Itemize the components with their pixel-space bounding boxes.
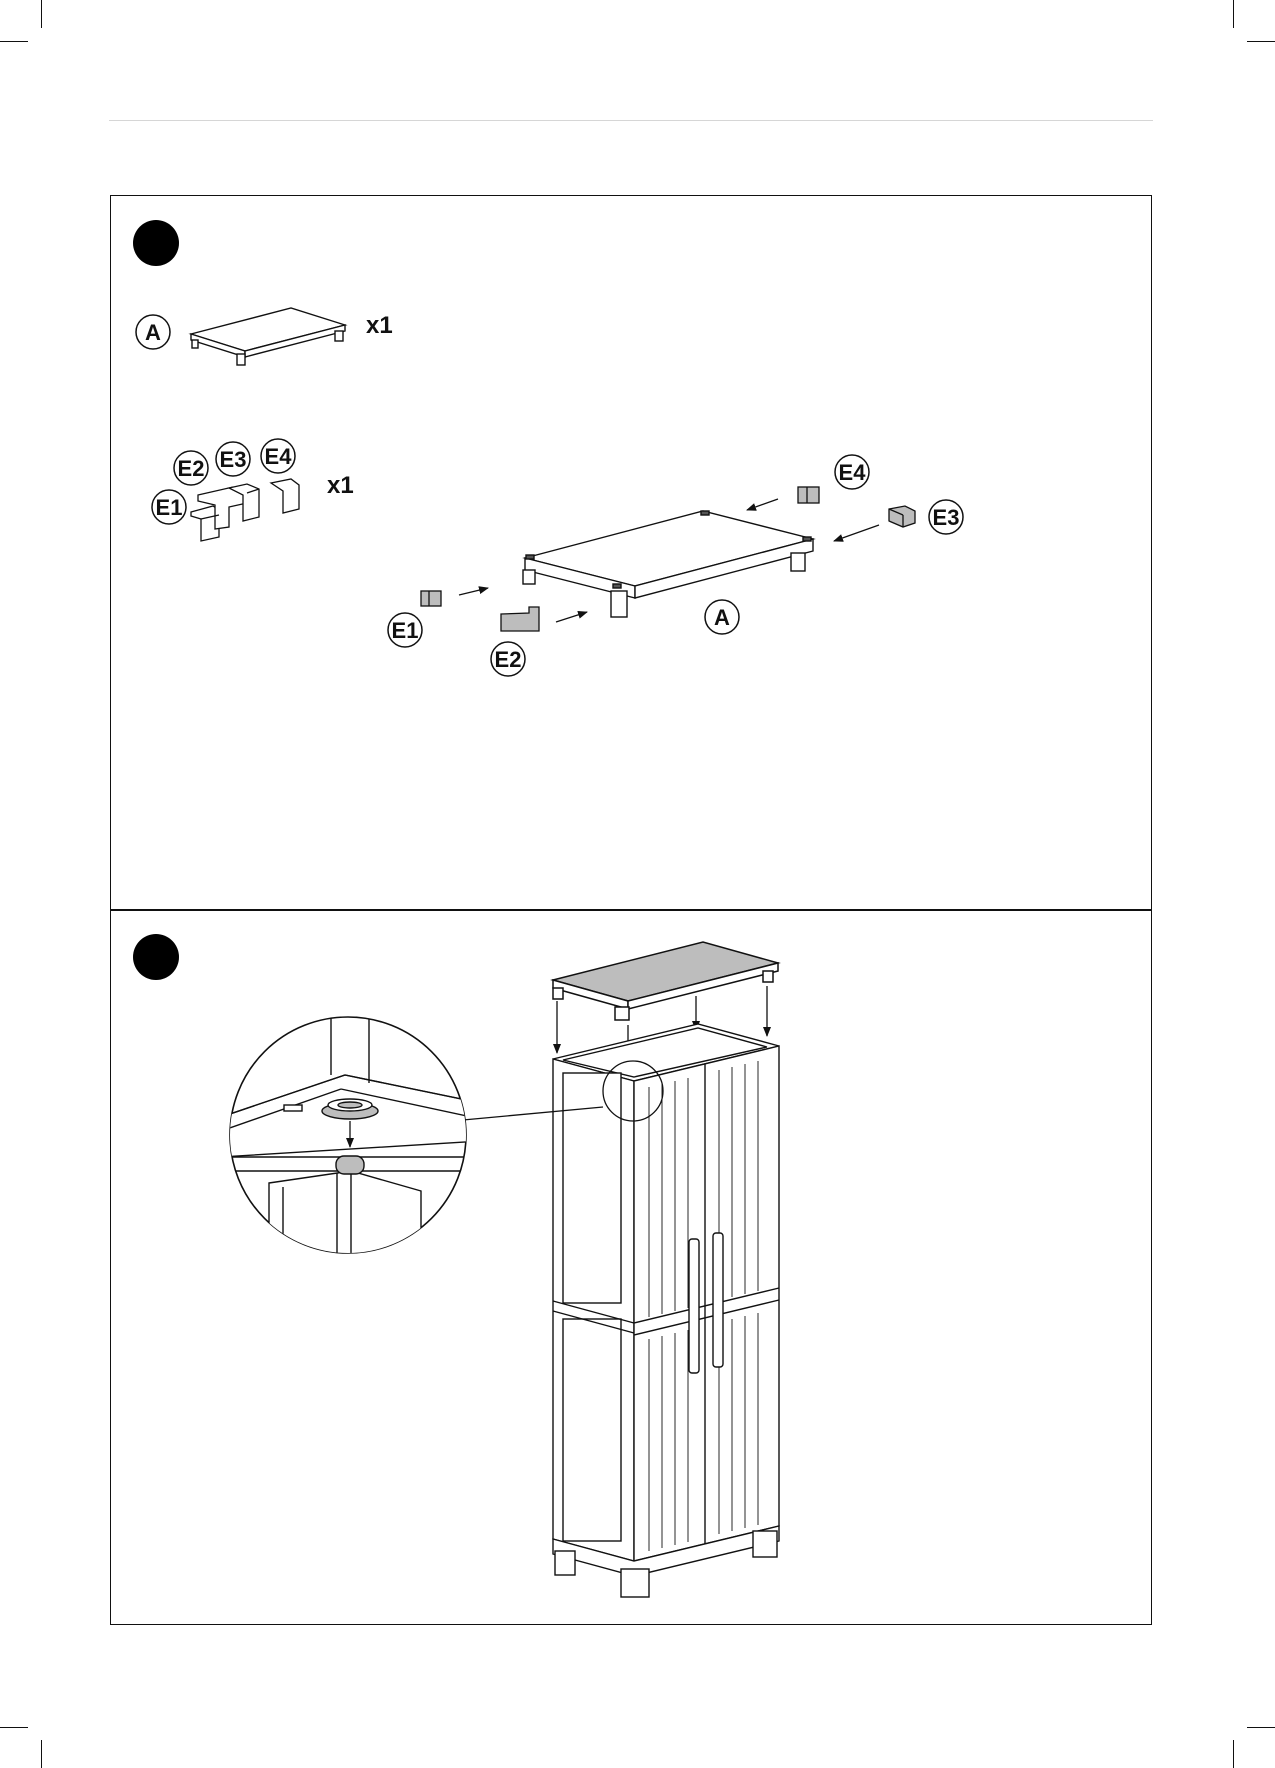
header-rule [109, 120, 1153, 121]
crop-mark [1247, 1727, 1275, 1728]
step-2-illustration [111, 910, 1151, 1624]
part-e-legend: E1 E2 E3 E4 x1 [152, 439, 354, 541]
diagram-label-a: A [714, 605, 730, 630]
step-1-panel: A x1 E1 E2 E3 E4 [110, 195, 1152, 911]
part-e2-label: E2 [178, 456, 205, 481]
crop-mark [1233, 1740, 1234, 1768]
shelf-icon [191, 308, 345, 365]
arrow-icon [747, 499, 778, 510]
part-e-quantity: x1 [327, 472, 354, 499]
shelf-assembly [523, 511, 813, 617]
arrow-icon [459, 588, 488, 595]
connector-e3 [889, 506, 915, 527]
crop-mark [1247, 41, 1275, 42]
crop-mark [41, 0, 42, 28]
part-a-quantity: x1 [366, 312, 393, 339]
part-a-legend: A x1 [136, 308, 393, 365]
diagram-label-e2: E2 [495, 647, 522, 672]
diagram-label-e4: E4 [839, 460, 867, 485]
arrow-icon [834, 525, 879, 541]
diagram-label-e3: E3 [933, 505, 960, 530]
corner-connector-icon [191, 479, 299, 541]
part-a-label: A [145, 320, 161, 345]
part-e3-label: E3 [220, 447, 247, 472]
crop-mark [41, 1740, 42, 1768]
magnifier-detail-icon [221, 1011, 481, 1261]
shelf-icon [553, 942, 778, 1020]
connector-e4 [798, 487, 819, 503]
diagram-label-e1: E1 [392, 618, 419, 643]
connector-e2 [501, 607, 539, 631]
step-1-illustration: A x1 E1 E2 E3 E4 [111, 196, 1151, 910]
connector-e1 [421, 591, 441, 606]
crop-mark [0, 1727, 28, 1728]
part-e1-label: E1 [156, 495, 183, 520]
crop-mark [1233, 0, 1234, 28]
cabinet-icon [553, 1024, 779, 1597]
part-e4-label: E4 [265, 444, 293, 469]
step-2-panel [110, 909, 1152, 1625]
arrow-icon [556, 612, 587, 622]
crop-mark [0, 41, 28, 42]
